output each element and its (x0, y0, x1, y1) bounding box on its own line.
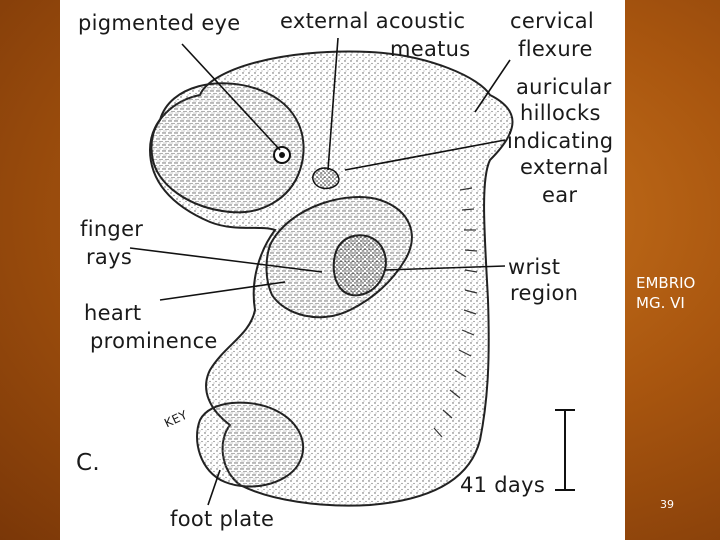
label-prominence: prominence (90, 329, 218, 353)
page-number: 39 (660, 498, 674, 511)
embryo-head (150, 82, 305, 214)
label-wrist: wrist (508, 255, 561, 279)
slide-caption: EMBRIO MG. VI (636, 274, 696, 312)
scale-bar (555, 409, 575, 491)
label-rays: rays (86, 245, 133, 269)
label-ear: ear (542, 183, 578, 207)
label-flexure: flexure (518, 37, 593, 61)
label-finger: finger (80, 217, 144, 241)
leader-lines (129, 37, 511, 506)
label-foot-plate: foot plate (170, 507, 275, 531)
embryo-hand-plate (332, 234, 387, 297)
label-heart: heart (84, 301, 142, 325)
label-external: external (520, 155, 609, 179)
label-cervical: cervical (510, 9, 595, 33)
somites (433, 187, 478, 438)
embryo-figure-panel: pigmented eye external acoustic meatus c… (60, 0, 625, 540)
embryo-drawing (129, 37, 575, 507)
label-region: region (510, 281, 579, 305)
label-scale: 41 days (460, 473, 546, 497)
embryo-leg (196, 401, 304, 488)
label-panel-letter: C. (76, 450, 100, 476)
label-auricular: auricular (516, 75, 612, 99)
label-pigmented-eye: pigmented eye (78, 11, 241, 35)
label-external-acoustic: external acoustic (280, 9, 466, 33)
label-hillocks: hillocks (520, 101, 601, 125)
label-indicating: indicating (507, 129, 614, 153)
auricular-hillocks (312, 167, 340, 190)
label-meatus: meatus (390, 37, 471, 61)
